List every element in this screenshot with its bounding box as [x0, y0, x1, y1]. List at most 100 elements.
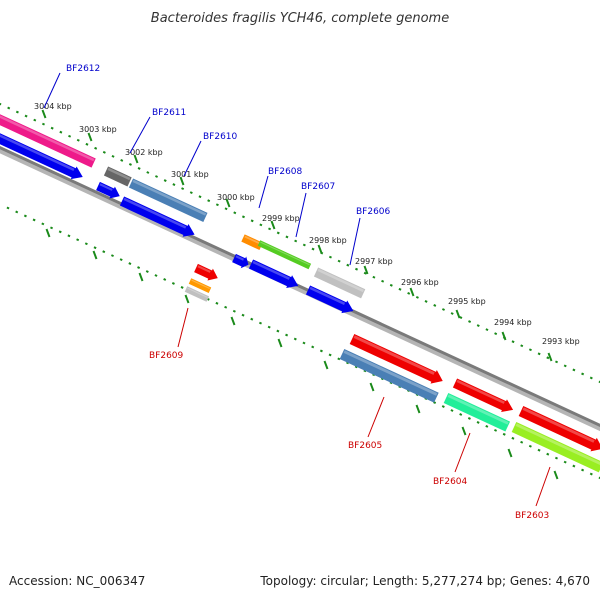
tick-track-lower-dot [372, 373, 376, 377]
gene-label-forward: BF2610 [203, 132, 238, 142]
tick-track-lower-dot [276, 329, 280, 333]
tick-track-lower-dot [32, 218, 36, 222]
tick-track-lower-dot [328, 353, 332, 357]
gene-label-forward: BF2611 [152, 108, 186, 118]
gene-highlight [123, 197, 187, 229]
gene-label-forward: BF2607 [301, 182, 335, 192]
tick-mark [138, 272, 144, 282]
tick-track-dot [76, 138, 80, 142]
gene-highlight [197, 265, 211, 273]
tick-track-dot [528, 348, 532, 352]
tick-track-lower-dot [302, 341, 306, 345]
tick-track-dot [441, 308, 445, 311]
tick-label: 2993 kbp [542, 337, 580, 346]
tick-track-dot [198, 195, 202, 199]
tick-track-lower-dot [41, 222, 45, 226]
tick-track-lower-dot [293, 337, 297, 341]
tick-mark [277, 338, 283, 348]
gene-arrow [0, 114, 96, 168]
gene-label-leader [367, 396, 385, 438]
tick-track-lower-dot [102, 250, 106, 254]
gene-features [0, 114, 600, 473]
tick-label: 3002 kbp [125, 148, 163, 157]
gene-arrow [305, 285, 354, 314]
gene-label-leader [183, 140, 202, 177]
tick-track-lower-dot [50, 226, 54, 230]
gene-highlight [317, 268, 364, 293]
gene-arrow [248, 259, 299, 288]
gene-arrow [443, 393, 511, 432]
tick-track-lower-dot [137, 266, 141, 269]
tick-track-dot [407, 291, 411, 295]
tick-track-lower-dot [232, 309, 236, 313]
tick-track-lower-dot [494, 428, 498, 432]
tick-track-dot [511, 340, 515, 344]
tick-mark [369, 382, 375, 392]
gene-highlight [99, 183, 113, 191]
tick-track-lower-dot [224, 305, 228, 309]
tick-mark [415, 404, 421, 414]
tick-track-dot [7, 106, 11, 110]
gene-label-leader [454, 432, 471, 473]
map-title: Bacteroides fragilis YCH46, complete gen… [151, 11, 449, 26]
tick-track-dot [485, 328, 489, 332]
gene-label-leader [535, 466, 551, 507]
tick-track-dot [537, 352, 541, 356]
tick-track-lower-dot [581, 468, 585, 472]
tick-track-lower-dot [502, 432, 506, 436]
tick-track-dot [546, 356, 550, 360]
tick-mark [45, 228, 51, 238]
gene-arrow [128, 178, 208, 222]
tick-track-lower-dot [520, 440, 524, 444]
tick-label: 3001 kbp [171, 170, 209, 179]
tick-label: 2994 kbp [494, 318, 532, 327]
gene-highlight [132, 179, 207, 216]
gene-highlight [187, 287, 208, 298]
tick-track-dot [520, 344, 524, 348]
gene-highlight [343, 350, 438, 396]
tick-mark [41, 109, 47, 119]
gene-highlight [353, 335, 435, 375]
tick-track-lower-dot [171, 282, 175, 285]
tick-mark [461, 426, 467, 436]
gene-highlight [191, 279, 210, 290]
tick-track-lower-dot [537, 448, 541, 452]
tick-track-dot [555, 360, 559, 364]
tick-track-lower-dot [589, 472, 593, 476]
tick-track-dot [581, 372, 585, 376]
tick-track-dot [494, 332, 498, 336]
tick-track-dot [476, 324, 480, 328]
tick-track-lower-dot [15, 210, 19, 214]
tick-track-lower-dot [363, 369, 367, 373]
tick-track-dot [146, 171, 150, 174]
gene-arrow [96, 181, 120, 199]
tick-track-lower-dot [163, 278, 167, 281]
tick-track-dot [50, 126, 54, 130]
genome-summary-text: Topology: circular; Length: 5,277,274 bp… [260, 574, 590, 588]
tick-mark [270, 220, 276, 230]
tick-track-dot [41, 122, 45, 126]
tick-track-dot [94, 146, 98, 150]
tick-label: 3000 kbp [217, 193, 255, 202]
tick-mark [455, 309, 461, 319]
gene-label-leader [295, 192, 307, 238]
tick-track-lower-dot [337, 357, 341, 361]
tick-track-dot [389, 283, 393, 287]
gene-label-forward: BF2608 [268, 167, 303, 177]
gene-arrow [339, 349, 439, 403]
gene-highlight [252, 260, 290, 280]
gene-highlight [447, 394, 509, 425]
tick-track-dot [120, 158, 124, 162]
tick-track-lower-dot [180, 286, 184, 289]
gene-labels: BF2612BF2611BF2610BF2608BF2607BF2606BF26… [43, 64, 551, 521]
tick-track-lower-dot [67, 234, 71, 238]
gene-highlight [0, 115, 95, 162]
gene-highlight [235, 255, 245, 261]
tick-track-dot [111, 154, 115, 158]
gene-label-leader [43, 72, 61, 109]
gene-label-forward: BF2612 [66, 64, 100, 74]
gene-label-reverse: BF2604 [433, 477, 468, 487]
tick-track-dot [598, 380, 600, 384]
gene-arrow [313, 267, 366, 299]
